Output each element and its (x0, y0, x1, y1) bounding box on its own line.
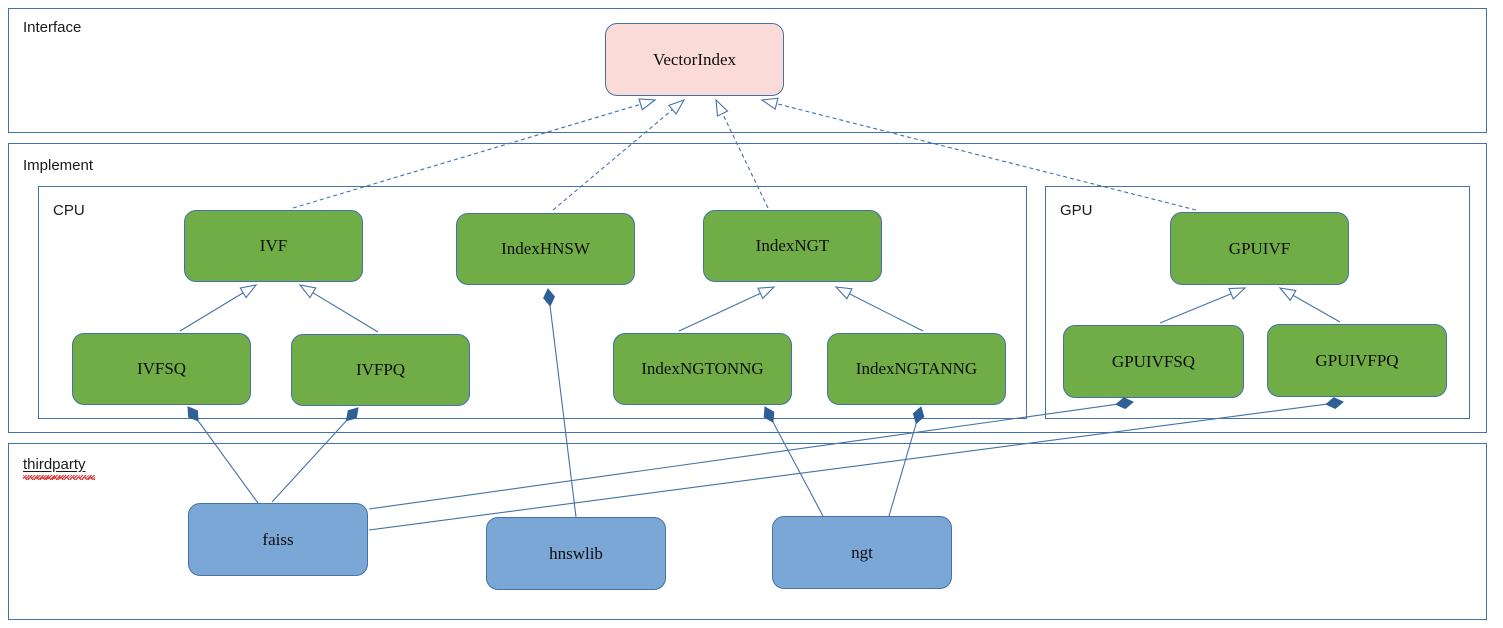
edge-generalization-e-ivfpq-ivf (310, 291, 379, 333)
edge-generalization-e-gpuivfpq-gpuivf (1291, 293, 1341, 323)
class-node-ivf[interactable]: IVF (184, 210, 363, 282)
class-node-indexngt[interactable]: IndexNGT (703, 210, 882, 282)
container-implement: Implement (8, 143, 1487, 433)
class-node-label: hnswlib (549, 543, 603, 563)
class-node-gpuivfpq[interactable]: GPUIVFPQ (1267, 324, 1447, 397)
container-thirdparty: thirdparty (8, 443, 1487, 620)
edge-composition-e-faiss-gpuivfpq (368, 403, 1329, 531)
container-interface: Interface (8, 8, 1487, 133)
container-label-cpu: CPU (53, 202, 85, 219)
class-node-label: IndexNGTONNG (641, 359, 764, 378)
class-node-gpuivf[interactable]: GPUIVF (1170, 212, 1349, 285)
class-node-hnswlib[interactable]: hnswlib (486, 517, 666, 590)
class-node-gpuivfsq[interactable]: GPUIVFSQ (1063, 325, 1244, 398)
class-node-vectorindex[interactable]: VectorIndex (605, 23, 784, 96)
class-node-label: GPUIVFPQ (1315, 350, 1399, 370)
edge-generalization-e-gpuivfsq-gpuivf (1159, 292, 1234, 324)
edge-composition-e-faiss-ivfpq (271, 418, 349, 503)
class-node-label: IndexNGTANNG (855, 359, 978, 378)
edge-generalization-e-ngtanng-indexngt (847, 292, 924, 332)
container-label-interface: Interface (23, 19, 82, 36)
class-node-ngt[interactable]: ngt (772, 516, 952, 589)
edge-realization-e-indexhnsw-vectorindex (552, 107, 675, 211)
edge-composition-e-ngt-indexngtanng (888, 421, 918, 517)
class-node-indexngtanng[interactable]: IndexNGTANNG (827, 333, 1006, 405)
container-label-gpu: GPU (1060, 202, 1093, 219)
edge-realization-e-ivf-vectorindex (292, 103, 643, 209)
class-node-indexngtonng[interactable]: IndexNGTONNG (613, 333, 792, 405)
edge-composition-e-faiss-gpuivfsq (368, 403, 1119, 510)
container-label-implement: Implement (23, 157, 94, 174)
edge-composition-e-ngt-indexngtonng (771, 419, 824, 517)
container-cpu: CPU (38, 186, 1027, 419)
class-node-label: ngt (851, 542, 873, 562)
container-gpu: GPU (1045, 186, 1470, 419)
class-node-label: IVF (259, 236, 288, 255)
class-node-label: VectorIndex (652, 49, 737, 69)
edge-realization-e-indexngt-vectorindex (721, 111, 769, 209)
class-node-label: GPUIVFSQ (1111, 351, 1196, 371)
class-node-label: IVFPQ (355, 360, 406, 379)
edge-composition-e-hnswlib-indexhnsw (549, 303, 577, 518)
class-node-label: faiss (262, 529, 294, 549)
class-node-label: IVFSQ (136, 359, 187, 378)
edge-composition-e-faiss-ivfsq (196, 418, 259, 504)
class-node-indexhnsw[interactable]: IndexHNSW (456, 213, 635, 285)
class-node-faiss[interactable]: faiss (188, 503, 368, 576)
edge-generalization-e-ngtonng-indexngt (678, 291, 763, 332)
edge-generalization-e-ivfsq-ivf (179, 291, 246, 332)
container-label-thirdparty: thirdparty (23, 456, 86, 473)
class-node-ivfpq[interactable]: IVFPQ (291, 334, 470, 406)
edge-realization-e-gpuivf-vectorindex (774, 102, 1197, 211)
class-node-ivfsq[interactable]: IVFSQ (72, 333, 251, 405)
spellcheck-underline (23, 475, 95, 480)
class-node-label: IndexNGT (755, 236, 830, 255)
class-node-label: GPUIVF (1228, 238, 1291, 258)
class-node-label: IndexHNSW (501, 239, 590, 258)
